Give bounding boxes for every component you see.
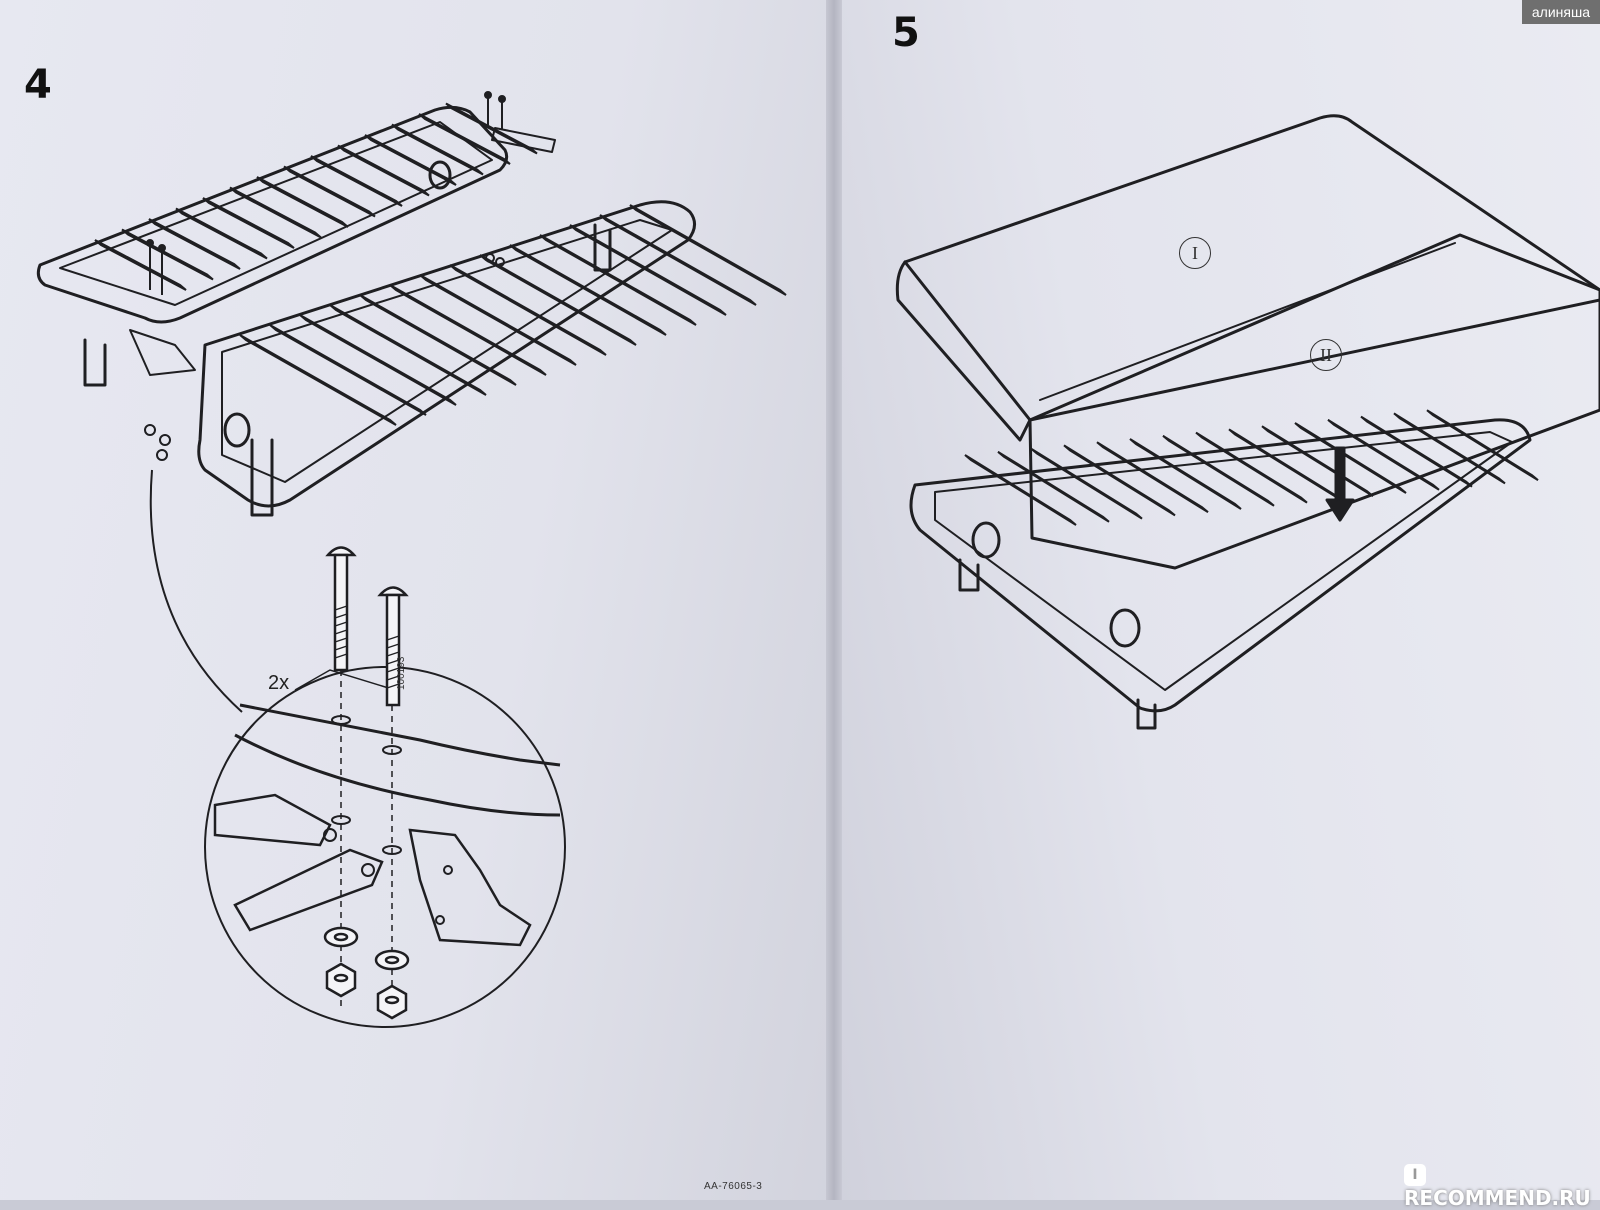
cushion-label-seat: II (1310, 339, 1342, 371)
slat (1327, 418, 1440, 491)
slat (629, 204, 787, 296)
slat (1129, 438, 1242, 510)
slat (1162, 434, 1275, 507)
cushion-label-back: I (1179, 237, 1211, 269)
slat (175, 207, 268, 260)
slat (1393, 412, 1506, 485)
slat (121, 228, 214, 281)
book-spine (826, 0, 842, 1200)
reference-code: AA-76065-3 (704, 1181, 763, 1192)
slat (1030, 447, 1143, 520)
slat (1228, 428, 1341, 501)
slat (389, 284, 547, 376)
left-page (0, 0, 834, 1200)
slat (391, 123, 484, 176)
slat (1195, 431, 1308, 504)
site-logo-icon: I (1404, 1164, 1426, 1186)
step4-frame-drawing (36, 105, 696, 517)
slat (359, 294, 517, 386)
slat (569, 224, 727, 316)
slat (1063, 444, 1176, 517)
watermark-site: IRECOMMEND.RU (1404, 1160, 1600, 1210)
slat (1360, 415, 1473, 488)
slat (964, 454, 1077, 526)
quantity-label: 2x (268, 672, 290, 694)
bolts (325, 546, 409, 707)
slat (94, 239, 187, 291)
slat (1294, 422, 1407, 494)
watermark-username: алиняша (1521, 0, 1600, 24)
slat (599, 214, 757, 306)
slat (1426, 409, 1539, 482)
slats-lower-section (239, 204, 787, 426)
detail-callout (149, 469, 566, 1028)
slat (1261, 425, 1374, 498)
slat (283, 165, 376, 218)
slat (239, 334, 397, 426)
slat (364, 134, 457, 186)
slat (539, 234, 697, 326)
part-number: 100193 (396, 656, 407, 690)
slat (310, 155, 403, 207)
slat (479, 254, 637, 346)
slat (337, 144, 430, 197)
slat (419, 274, 577, 366)
slat (299, 314, 457, 406)
right-page (838, 0, 1600, 1200)
slat (445, 102, 538, 155)
slat (229, 186, 322, 239)
watermark-site-text: RECOMMEND.RU (1404, 1186, 1591, 1210)
slat (202, 197, 295, 249)
slat (1096, 441, 1209, 514)
slat (256, 176, 349, 228)
step-number-5: 5 (892, 10, 920, 56)
slat (269, 324, 427, 416)
slat (148, 218, 241, 270)
step-number-4: 4 (24, 62, 52, 108)
slat (509, 244, 667, 336)
slat (329, 304, 487, 396)
washers-and-nuts (323, 926, 410, 1020)
slats-step5 (964, 409, 1539, 526)
small-screws (144, 91, 506, 461)
slat (997, 450, 1110, 523)
slat (449, 264, 607, 356)
step5-drawing (895, 114, 1600, 730)
slat (418, 113, 511, 165)
slats-upper-section (94, 102, 538, 291)
